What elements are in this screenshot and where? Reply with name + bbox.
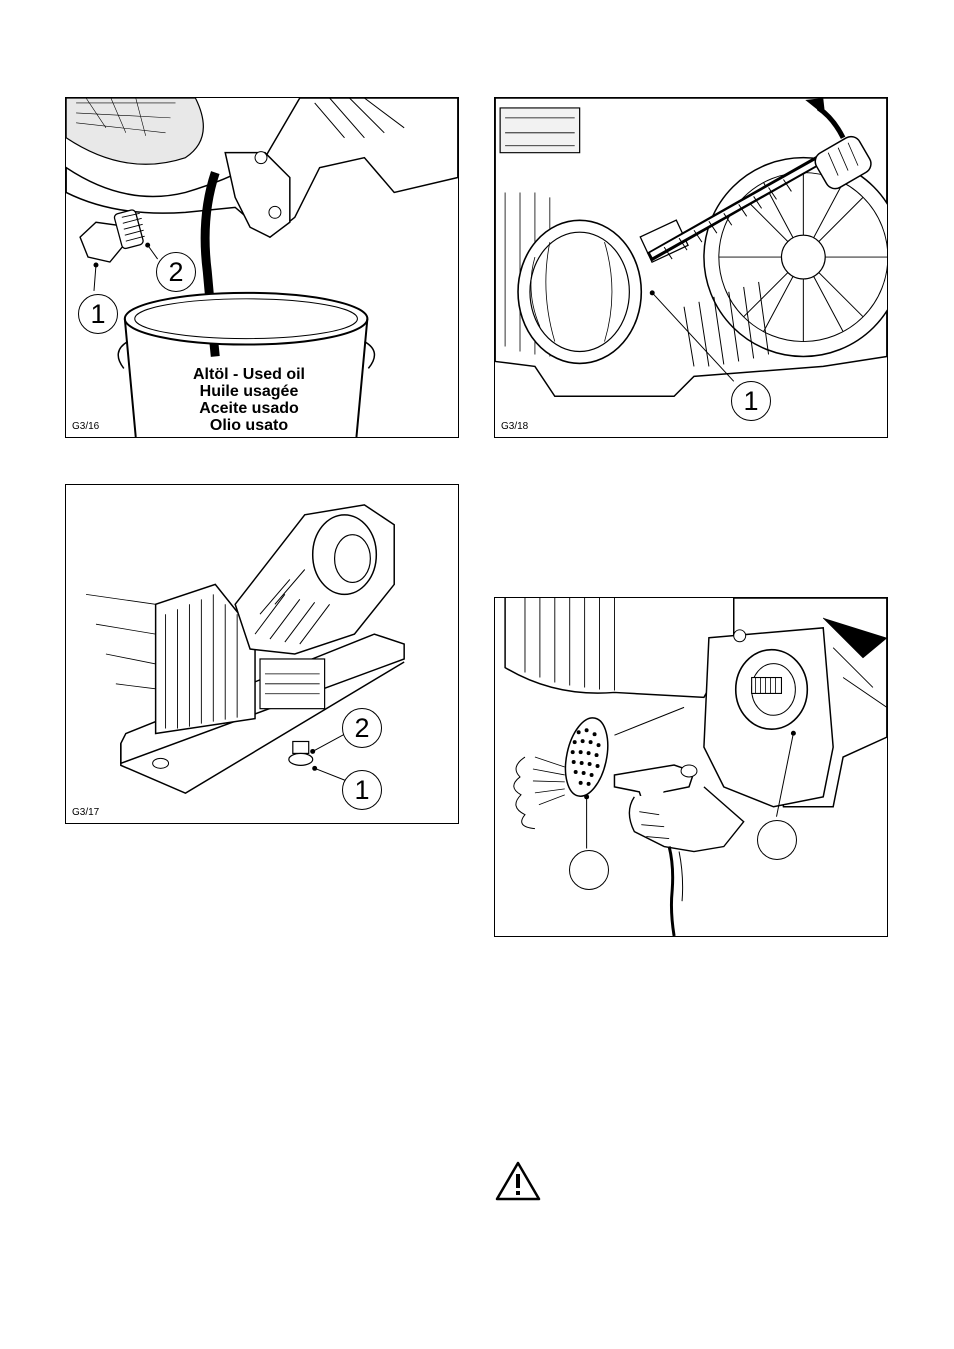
figure-code: G3/17 [72,807,99,818]
callout-2: 2 [156,252,196,292]
callout-right [757,820,797,860]
callout-1: 1 [731,381,771,421]
label-line: Olio usato [174,417,324,434]
figure-g3-17: 2 1 G3/17 [65,484,459,824]
drain-plug-illustration [66,485,458,823]
label-line: Huile usagée [174,383,324,400]
figure-g3-18: 1 G3/18 [494,97,888,438]
callout-1: 1 [78,294,118,334]
warning-triangle-icon [494,1160,542,1202]
callout-1: 1 [342,770,382,810]
figure-g3-16: 1 2 Altöl - Used oil Huile usagée Aceite… [65,97,459,438]
figure-filter-cleaning [494,597,888,937]
oil-filter-illustration [495,98,887,437]
figure-code: G3/16 [72,421,99,432]
label-line: Aceite usado [174,400,324,417]
callout-left [569,850,609,890]
used-oil-label: Altöl - Used oil Huile usagée Aceite usa… [174,366,324,434]
figure-code: G3/18 [501,421,528,432]
filter-cleaning-illustration [495,598,887,936]
callout-2: 2 [342,708,382,748]
label-line: Altöl - Used oil [174,366,324,383]
